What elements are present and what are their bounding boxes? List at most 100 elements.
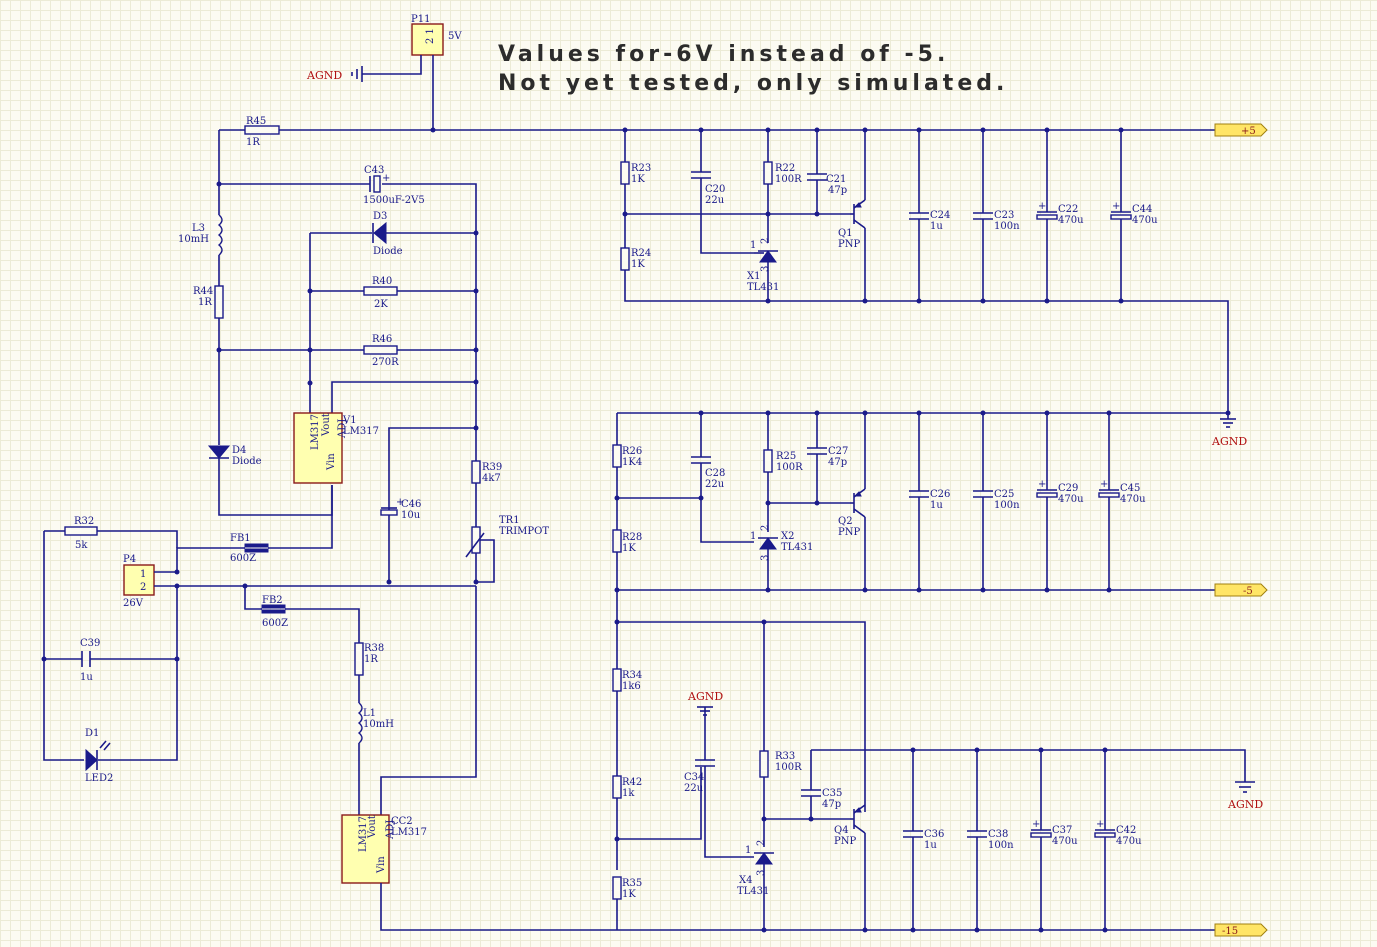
resistor-r28[interactable]: R28 1K (612, 529, 642, 554)
transistor-q4[interactable]: Q4 PNP (834, 804, 866, 847)
resistor-r22[interactable]: R22 100R (763, 161, 802, 185)
svg-text:10mH: 10mH (363, 719, 394, 730)
svg-text:R28: R28 (622, 532, 642, 543)
port-minus15[interactable]: -15 (1214, 923, 1268, 937)
svg-text:2 1: 2 1 (425, 28, 436, 44)
capacitor-c27[interactable]: C27 47p (807, 446, 848, 468)
transistor-q2[interactable]: Q2 PNP (838, 488, 866, 538)
resistor-r35[interactable]: R35 1K (612, 876, 642, 900)
regulator-cc2[interactable]: LM317 Vout ADJ Vin CC2 LM317 (341, 814, 427, 884)
svg-text:270R: 270R (372, 357, 399, 368)
shunt-ref-x1[interactable]: 1 2 3 X1 TL431 (747, 238, 779, 293)
svg-text:FB1: FB1 (230, 533, 251, 544)
transistor-q1[interactable]: Q1 PNP (838, 199, 866, 250)
capacitor-c42[interactable]: + C42 470u (1094, 819, 1142, 847)
capacitor-c28[interactable]: C28 22u (691, 456, 725, 490)
resistor-r42[interactable]: R42 1k (612, 775, 642, 799)
resistor-r44[interactable]: R44 1R (193, 285, 224, 319)
ferrite-fb1[interactable]: FB1 600Z (230, 533, 269, 564)
capacitor-c45[interactable]: + C45 470u (1098, 479, 1146, 505)
resistor-r23[interactable]: R23 1K (620, 161, 651, 185)
resistor-r34[interactable]: R34 1k6 (612, 668, 642, 692)
shunt-ref-x2[interactable]: 1 2 3 X2 TL431 (750, 525, 813, 561)
shunt-ref-x4[interactable]: 1 2 3 X4 TL431 (737, 840, 774, 897)
svg-text:+: + (396, 497, 404, 508)
diode-d4[interactable]: D4 Diode (207, 445, 262, 467)
port-minus5[interactable]: -5 (1214, 583, 1268, 597)
regulator-v1[interactable]: LM317 Vout ADJ Vin V1 LM317 (293, 412, 379, 484)
svg-text:D1: D1 (85, 728, 99, 739)
resistor-r33[interactable]: R33 100R (759, 750, 802, 778)
inductor-l3[interactable]: L3 10mH (178, 214, 223, 256)
resistor-r32[interactable]: R32 5k (64, 516, 98, 551)
svg-text:1: 1 (750, 240, 756, 251)
capacitor-c35[interactable]: C35 47p (801, 788, 842, 810)
agnd-symbol-bottom: AGND (1227, 781, 1263, 811)
svg-text:47p: 47p (828, 185, 847, 196)
resistor-r38[interactable]: R38 1R (354, 642, 384, 676)
svg-text:R23: R23 (631, 163, 651, 174)
resistor-r39[interactable]: R39 4k7 (471, 460, 502, 484)
ferrite-fb2[interactable]: FB2 600Z (261, 595, 288, 629)
svg-text:600Z: 600Z (262, 618, 288, 629)
capacitor-c39[interactable]: C39 1u (80, 638, 100, 683)
capacitor-c29[interactable]: + C29 470u (1036, 479, 1084, 505)
svg-text:600Z: 600Z (230, 553, 256, 564)
svg-text:R35: R35 (622, 878, 642, 889)
svg-text:R24: R24 (631, 248, 651, 259)
capacitor-c24[interactable]: C24 1u (909, 210, 950, 232)
diode-d3[interactable]: D3 Diode (372, 211, 403, 257)
capacitor-c23[interactable]: C23 100n (973, 210, 1020, 232)
svg-text:P11: P11 (411, 14, 430, 25)
capacitor-c37[interactable]: + C37 470u (1030, 819, 1078, 847)
svg-text:10u: 10u (401, 510, 421, 521)
inductor-l1[interactable]: L1 10mH (357, 702, 394, 744)
capacitor-c38[interactable]: C38 100n (967, 829, 1014, 851)
resistor-r25[interactable]: R25 100R (763, 449, 803, 473)
capacitor-c25[interactable]: C25 100n (973, 489, 1020, 511)
capacitor-c36[interactable]: C36 1u (903, 829, 944, 851)
capacitor-c44[interactable]: + C44 470u (1110, 201, 1158, 226)
resistor-r24[interactable]: R24 1K (620, 247, 651, 271)
svg-text:D3: D3 (373, 211, 387, 222)
capacitor-c21[interactable]: C21 47p (807, 173, 847, 196)
capacitor-c22[interactable]: + C22 470u (1036, 201, 1084, 226)
capacitor-c43[interactable]: + C43 1500uF-2V5 (363, 165, 425, 206)
svg-text:470u: 470u (1052, 836, 1078, 847)
svg-text:D4: D4 (232, 445, 246, 456)
svg-text:R34: R34 (622, 670, 642, 681)
trimpot-tr1[interactable]: TR1 TRIMPOT (465, 515, 549, 583)
svg-text:PNP: PNP (838, 239, 860, 250)
svg-text:470u: 470u (1132, 215, 1158, 226)
svg-text:47p: 47p (822, 799, 841, 810)
svg-text:+: + (1032, 819, 1040, 830)
svg-text:22u: 22u (684, 783, 704, 794)
svg-text:100R: 100R (775, 762, 802, 773)
resistor-r45[interactable]: R45 1R (244, 116, 280, 148)
svg-text:C37: C37 (1052, 825, 1072, 836)
svg-text:R45: R45 (246, 116, 266, 127)
svg-text:470u: 470u (1116, 836, 1142, 847)
svg-text:V1: V1 (342, 415, 357, 426)
port-plus5[interactable]: +5 (1214, 123, 1268, 137)
svg-text:P4: P4 (123, 554, 136, 565)
svg-text:22u: 22u (705, 479, 725, 490)
resistor-r26[interactable]: R26 1K4 (612, 444, 642, 468)
capacitor-c34[interactable]: C34 22u (684, 759, 715, 794)
connector-p4[interactable]: 1 2 P4 26V (123, 554, 155, 609)
svg-text:C42: C42 (1116, 825, 1136, 836)
svg-text:Vout: Vout (367, 815, 378, 839)
capacitor-c20[interactable]: C20 22u (691, 171, 725, 206)
resistor-r46[interactable]: R46 270R (363, 334, 399, 368)
svg-text:100R: 100R (776, 462, 803, 473)
resistor-r40[interactable]: R40 2K (363, 276, 398, 310)
svg-text:+: + (1100, 479, 1108, 490)
capacitor-c26[interactable]: C26 1u (909, 489, 950, 511)
svg-text:C21: C21 (826, 174, 846, 185)
svg-text:+: + (1038, 201, 1046, 212)
connector-p11[interactable]: 2 1 P11 5V (411, 14, 462, 56)
note-line-1: Values for-6V instead of -5. (498, 42, 949, 67)
capacitor-c46[interactable]: + C46 10u (380, 497, 421, 521)
led-d1[interactable]: D1 LED2 (85, 728, 113, 784)
